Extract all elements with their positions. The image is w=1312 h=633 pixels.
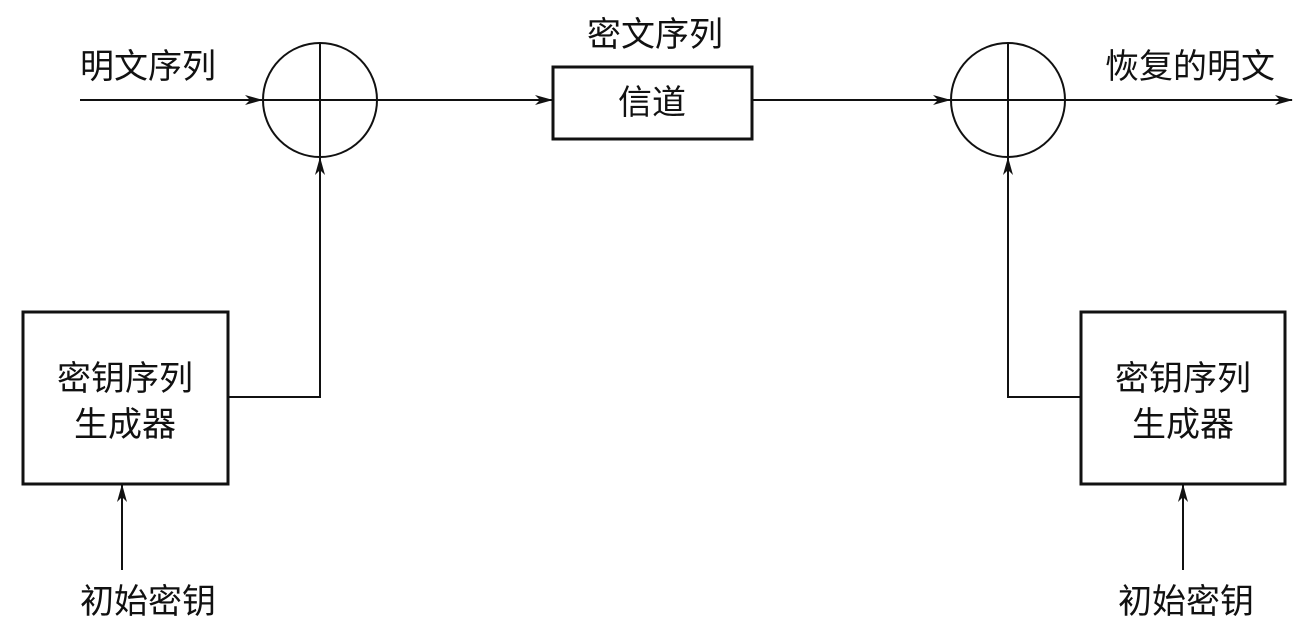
keygen-left-line1: 密钥序列 bbox=[57, 359, 193, 399]
keygen-right-line1: 密钥序列 bbox=[1115, 359, 1251, 399]
initial-key-right-label: 初始密钥 bbox=[1118, 582, 1254, 622]
keygen-right-line2: 生成器 bbox=[1132, 405, 1234, 445]
channel-label: 信道 bbox=[618, 83, 686, 123]
keygen-left-line2: 生成器 bbox=[74, 405, 176, 445]
xor-encrypt-node bbox=[262, 42, 378, 158]
ciphertext-label: 密文序列 bbox=[587, 15, 723, 55]
keystream-right-arrow bbox=[1003, 157, 1081, 398]
xor-decrypt-node bbox=[950, 42, 1066, 158]
channel-box bbox=[551, 65, 754, 141]
initial-key-left-label: 初始密钥 bbox=[80, 582, 216, 622]
keystream-left-arrow bbox=[228, 157, 325, 398]
plaintext-label: 明文序列 bbox=[80, 47, 216, 87]
recovered-plaintext-label: 恢复的明文 bbox=[1105, 47, 1275, 87]
